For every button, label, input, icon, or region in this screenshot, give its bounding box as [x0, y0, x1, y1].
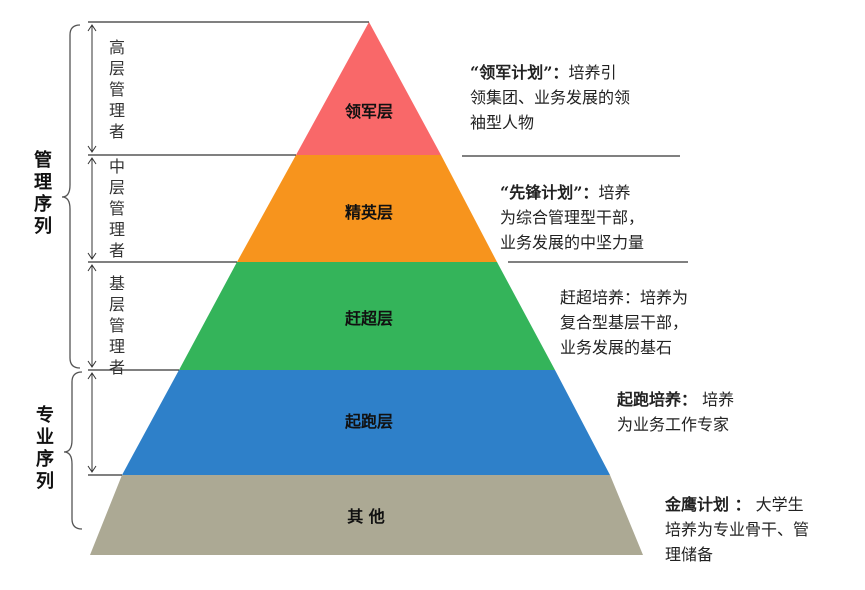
description-catchup: 赶超培养：培养为 复合型基层干部， 业务发展的基石	[560, 285, 688, 360]
tier-catchup-shape	[179, 262, 555, 370]
description-catchup-line: 业务发展的基石	[560, 338, 673, 357]
management-brace	[61, 24, 81, 369]
description-leader-line: 袖型人物	[470, 113, 535, 132]
description-elite-line: 为综合管理型干部，	[500, 208, 645, 227]
tier-startup-shape	[122, 370, 610, 475]
description-other-line: 大学生	[750, 495, 804, 514]
description-startup-line: 培养	[697, 390, 735, 409]
description-other-line: 培养为专业骨干、管	[665, 520, 810, 539]
description-startup-line: 为业务工作专家	[617, 415, 730, 434]
description-leader-line: 培养引	[568, 63, 617, 82]
tier-catchup-label: 赶超层	[344, 309, 393, 328]
tier-startup-label: 起跑层	[344, 412, 393, 431]
category-management-label: 管理序列	[34, 150, 52, 237]
tier-leader-label: 领军层	[345, 102, 393, 121]
tier-other-label: 其 他	[347, 507, 385, 526]
level-basic-label: 基层管理者	[108, 274, 125, 377]
tier-leader-shape	[296, 22, 441, 155]
description-other-title: 金鹰计划	[665, 495, 730, 514]
description-startup-title: 起跑培养	[617, 390, 682, 409]
description-elite-line: 培养	[598, 183, 631, 202]
description-leader: “领军计划”：培养引 领集团、业务发展的领 袖型人物	[470, 60, 630, 135]
level-arrows	[87, 24, 97, 473]
category-professional-label: 专业序列	[36, 405, 54, 492]
tier-elite-label: 精英层	[345, 203, 393, 222]
description-catchup-line: 赶超培养：培养为	[560, 288, 689, 307]
tier-other-shape	[90, 475, 643, 555]
professional-brace	[63, 371, 83, 530]
description-separator-lines	[462, 155, 688, 263]
description-startup: 起跑培养： 培养 为业务工作专家	[617, 387, 734, 437]
tier-elite-shape	[237, 155, 497, 262]
description-other: 金鹰计划 ： 大学生 培养为专业骨干、管 理储备	[665, 492, 809, 567]
description-elite-line: 业务发展的中坚力量	[500, 233, 645, 252]
description-other-line: 理储备	[665, 545, 714, 564]
description-leader-line: 领集团、业务发展的领	[470, 88, 631, 107]
description-elite: “先锋计划”：培养 为综合管理型干部， 业务发展的中坚力量	[500, 180, 644, 255]
description-leader-title: “领军计划”	[470, 63, 553, 82]
description-elite-title: “先锋计划”	[500, 183, 583, 202]
description-catchup-line: 复合型基层干部，	[560, 313, 689, 332]
level-senior-label: 高层管理者	[108, 38, 125, 141]
level-middle-label: 中层管理者	[108, 157, 125, 260]
level-divider-lines	[88, 21, 369, 476]
